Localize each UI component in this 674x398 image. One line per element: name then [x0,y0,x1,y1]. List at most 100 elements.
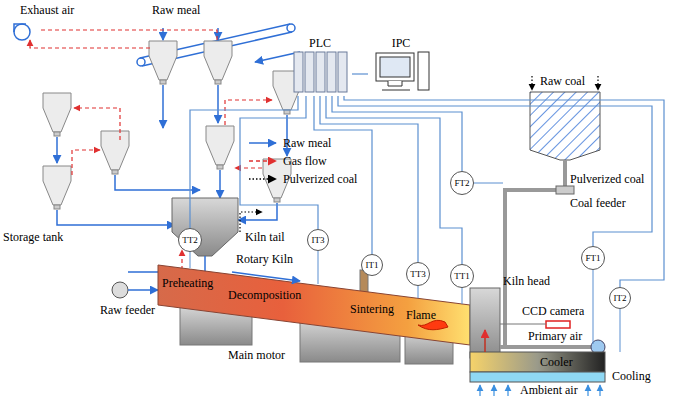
ipc-computer [382,81,410,90]
preheater-cyclones [206,126,234,169]
part-label: Flame [406,308,436,322]
legend-sample [248,156,278,166]
part-label: Ambient air [520,383,578,397]
plc-modules [294,52,347,92]
legend-line [249,160,276,162]
node-text: TT3 [410,269,426,279]
preheater-cyclones [43,166,71,209]
ccd-camera [500,324,546,325]
cooler [470,372,605,382]
node-text: IPC [368,36,434,50]
node-text: PLC [288,36,352,50]
ipc-box: IPC [368,36,434,96]
part-label: Raw feeder [100,303,155,317]
legend-line [249,142,276,144]
gas-flow [225,100,272,125]
part-label: Coal feeder [570,196,626,210]
ipc-computer [418,52,429,90]
node-text: IT2 [614,293,627,303]
coal-hopper [556,186,574,194]
part-label: Raw coal [540,74,585,88]
signal-wire [338,96,652,246]
node-text: IT3 [312,235,325,245]
ccd-camera [500,321,570,328]
raw-meal-flow [57,28,287,225]
plc-modules [316,52,325,92]
plc-modules [294,52,303,92]
sensor-taps [473,183,503,184]
exhaust-fan [14,24,30,40]
part-label: Kiln head [503,274,550,288]
raw-meal-flow [57,210,175,225]
storage-tank [172,198,238,256]
gas-flow [30,40,150,48]
raw-feeder [112,282,128,298]
gas-flow [72,150,100,175]
ccd-camera [546,321,570,328]
rotary-kiln [232,272,300,281]
part-label: Sintering [350,302,394,316]
preheater-cyclones [101,131,129,174]
exhaust-fan [14,24,30,40]
conveyor-belt [137,58,145,66]
gas-flow [30,30,272,270]
part-label: Pulverized coal [570,172,644,186]
part-label: Storage tank [3,230,63,244]
gas-flow [181,250,182,270]
kiln-head [470,288,500,358]
conveyor-belt [255,52,300,62]
sensor-taps [620,309,621,352]
raw-feeder [128,289,158,291]
preheater-cyclones [149,41,177,84]
cooler [470,330,605,382]
gas-flow [40,30,217,40]
part-label: Decomposition [228,288,301,302]
instrument-circle: FT1 [581,246,605,270]
conveyor-belt [287,24,295,32]
legend-sample [248,138,278,148]
preheater-cyclones [43,93,71,136]
legend-item: Pulverized coal [248,172,357,186]
cooler [470,352,605,372]
plc-modules [338,52,347,92]
cooler [484,330,486,352]
ambient-air-arrows [479,385,480,396]
sensor-taps [190,251,191,268]
instrument-circle: IT1 [361,254,383,276]
legend-text: Gas flow [283,154,327,168]
part-label: Raw meal [152,3,200,17]
gas-flow [235,167,262,168]
legend-item: Raw meal [248,136,331,150]
instrument-circle: TT3 [406,262,430,286]
part-label: Rotary Kiln [236,252,293,266]
raw-feeder [112,282,158,298]
rotary-kiln [158,265,470,345]
node-text: FT1 [585,253,600,263]
signal-wire [344,96,664,287]
pulverized-coal-flow [531,76,532,90]
instrument-circle: FT2 [450,171,474,195]
sensor-taps [462,287,463,304]
coal-hopper [505,92,600,347]
pulverized-coal-flow [240,212,262,232]
ipc-computer [376,52,429,90]
gas-flow [74,108,120,140]
part-label: Cooling [612,369,651,383]
part-label: Preheating [162,276,213,290]
instrument-circle: IT2 [609,287,631,309]
coal-hopper [530,92,600,160]
preheater-cyclones [204,41,232,84]
signal-wire [190,96,298,228]
signal-wire [352,73,368,74]
node-text: TT2 [182,235,198,245]
legend-text: Raw meal [283,136,331,150]
plc-modules [305,52,314,92]
raw-meal-flow [115,175,200,190]
ipc-computer [380,57,410,77]
signal-wire [332,96,462,171]
legend-item: Gas flow [248,154,327,168]
kiln-head [470,288,500,358]
exhaust-fan [14,24,26,32]
rotary-kiln [158,265,470,345]
part-label: Primary air [528,329,582,343]
